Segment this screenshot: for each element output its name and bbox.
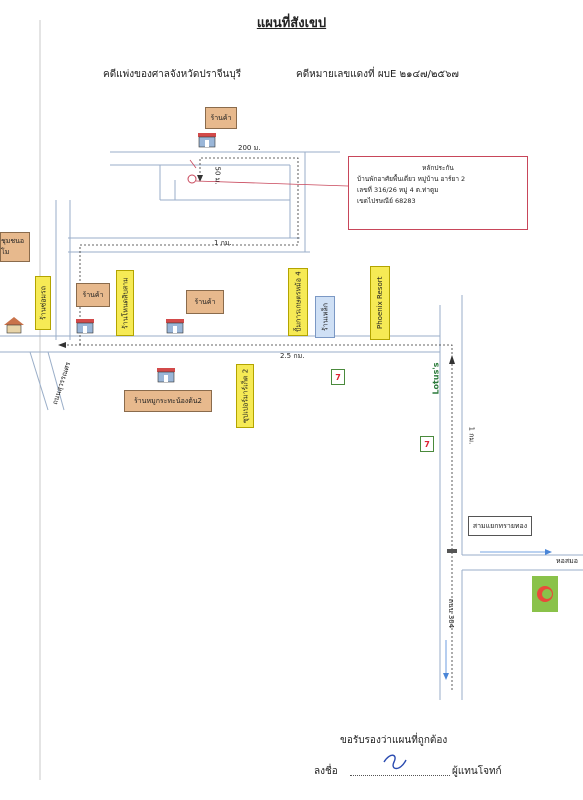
- building-resort: Phoenix Resort: [370, 266, 390, 340]
- building-repair: ร้านซ่อมรถ: [35, 276, 51, 330]
- callout-restaurant: ร้านหมูกระทะน้องต้น2: [124, 390, 212, 412]
- sign-label: ลงชื่อ: [314, 766, 338, 777]
- signature-line: [350, 775, 450, 776]
- distance-200m: 200 ม.: [238, 144, 261, 152]
- signature-mark: [383, 754, 407, 770]
- callout-shop-left: ร้านค้า: [76, 283, 110, 307]
- signer-label: ผู้แทนโจทก์: [452, 766, 502, 777]
- house-icon: [4, 317, 24, 334]
- distance-1km-vertical: 1 กม.: [467, 426, 476, 445]
- seven-eleven-icon: 7: [331, 369, 345, 385]
- legend-title: หลักประกัน: [422, 164, 454, 172]
- case-number: คดีหมายเลขแดงที่ ผบE ๒๑๔๗/๒๕๖๗: [296, 69, 459, 80]
- gas-station-icon: [532, 576, 558, 612]
- building-gas-station: ปั้มการเกษตรหม้อ 4: [288, 268, 308, 336]
- callout-shop-top: ร้านค้า: [205, 107, 237, 129]
- road-label-304: ถนน 304: [447, 598, 456, 629]
- shop-icon: [198, 133, 216, 148]
- building-steel: ร้านเหล็ก: [315, 296, 335, 338]
- callout-left-edge: ชุมชนอโม: [0, 232, 30, 262]
- seven-eleven-icon: 7: [420, 436, 434, 452]
- junction-marker: [447, 549, 457, 553]
- distance-50m: 50 ม.: [213, 166, 222, 185]
- lotus-store: Lotus's: [431, 362, 441, 395]
- callout-shop-mid: ร้านค้า: [186, 290, 224, 314]
- collateral-legend: หลักประกัน บ้านพักอาศัยพื้นเดี่ยว หมู่บ้…: [348, 156, 528, 230]
- legend-line-postal: เขตไปรษณีย์ 68283: [357, 197, 416, 205]
- shop-icon: [166, 319, 184, 334]
- court-name: คดีแพ่งของศาลจังหวัดปราจีนบุรี: [103, 69, 242, 80]
- building-supermarket: ซุปเปอร์มาร์เก็ต 2: [236, 364, 254, 428]
- shop-icon: [157, 368, 175, 383]
- callout-junction: สามแยกทรายทอง: [468, 516, 532, 536]
- distance-2-5km: 2.5 กม.: [280, 352, 305, 360]
- legend-line-house: บ้านพักอาศัยพื้นเดี่ยว หมู่บ้าน อาร์ยา 2: [357, 175, 466, 183]
- road-label-right: หอสมอ: [556, 557, 578, 565]
- certify-text: ขอรับรองว่าแผนที่ถูกต้อง: [340, 735, 448, 746]
- legend-line-address: เลขที่ 316/26 หมู่ 4 ต.ท่าตูม: [357, 186, 439, 194]
- distance-1km: 1 กม.: [214, 239, 232, 247]
- building-store: ร้านโหนดสิบสาม: [116, 270, 134, 336]
- shop-icon: [76, 319, 94, 334]
- map-title: แผนที่สังเขป: [256, 16, 327, 31]
